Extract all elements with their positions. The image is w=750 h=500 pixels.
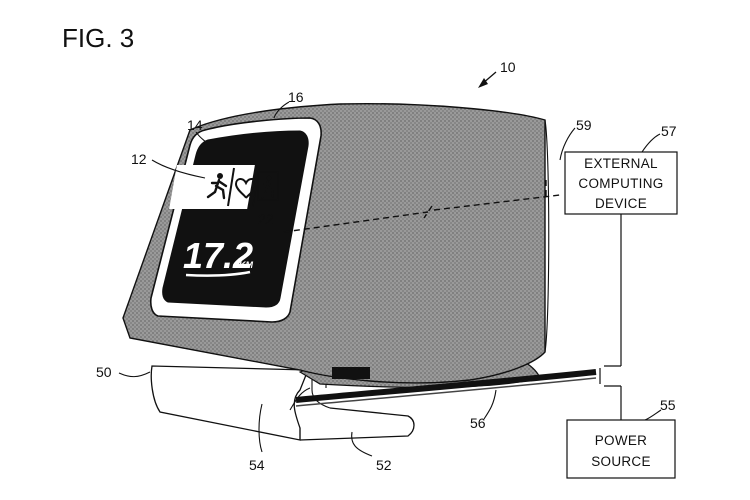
ref-50: 50 [96, 364, 112, 380]
display-device: 17.2 KM [149, 117, 322, 323]
distance-unit: KM [239, 260, 253, 270]
ps-line-1: POWER [595, 433, 648, 448]
icon-strip [169, 165, 255, 209]
ps-line-2: SOURCE [591, 454, 651, 469]
stand-base [150, 345, 415, 441]
ref-16: 16 [288, 89, 304, 105]
ref-57: 57 [661, 123, 677, 139]
ecd-line-2: COMPUTING [578, 176, 663, 191]
ref-10: 10 [500, 59, 516, 75]
ref-12: 12 [131, 151, 147, 167]
ref-55: 55 [660, 397, 676, 413]
ecd-line-1: EXTERNAL [584, 156, 658, 171]
external-computing-device-box [564, 151, 678, 215]
ref-22: 22 [258, 211, 274, 227]
ref-14: 14 [187, 117, 203, 133]
connector-lines [599, 214, 622, 420]
ecd-line-3: DEVICE [595, 196, 647, 211]
figure-icon [257, 171, 279, 201]
lead-lines [118, 101, 662, 457]
ref-56: 56 [470, 415, 486, 431]
ref-52: 52 [376, 457, 392, 473]
distance-value: 17.2 [183, 235, 253, 276]
figure-title: FIG. 3 [62, 23, 134, 53]
runner-icon [206, 173, 228, 200]
ref-54: 54 [249, 457, 265, 473]
cable [295, 369, 597, 403]
heart-icon [234, 178, 258, 199]
wireless-link [283, 194, 561, 233]
power-source-box [566, 419, 676, 479]
ref-59: 59 [576, 117, 592, 133]
cable-segment [332, 367, 370, 379]
